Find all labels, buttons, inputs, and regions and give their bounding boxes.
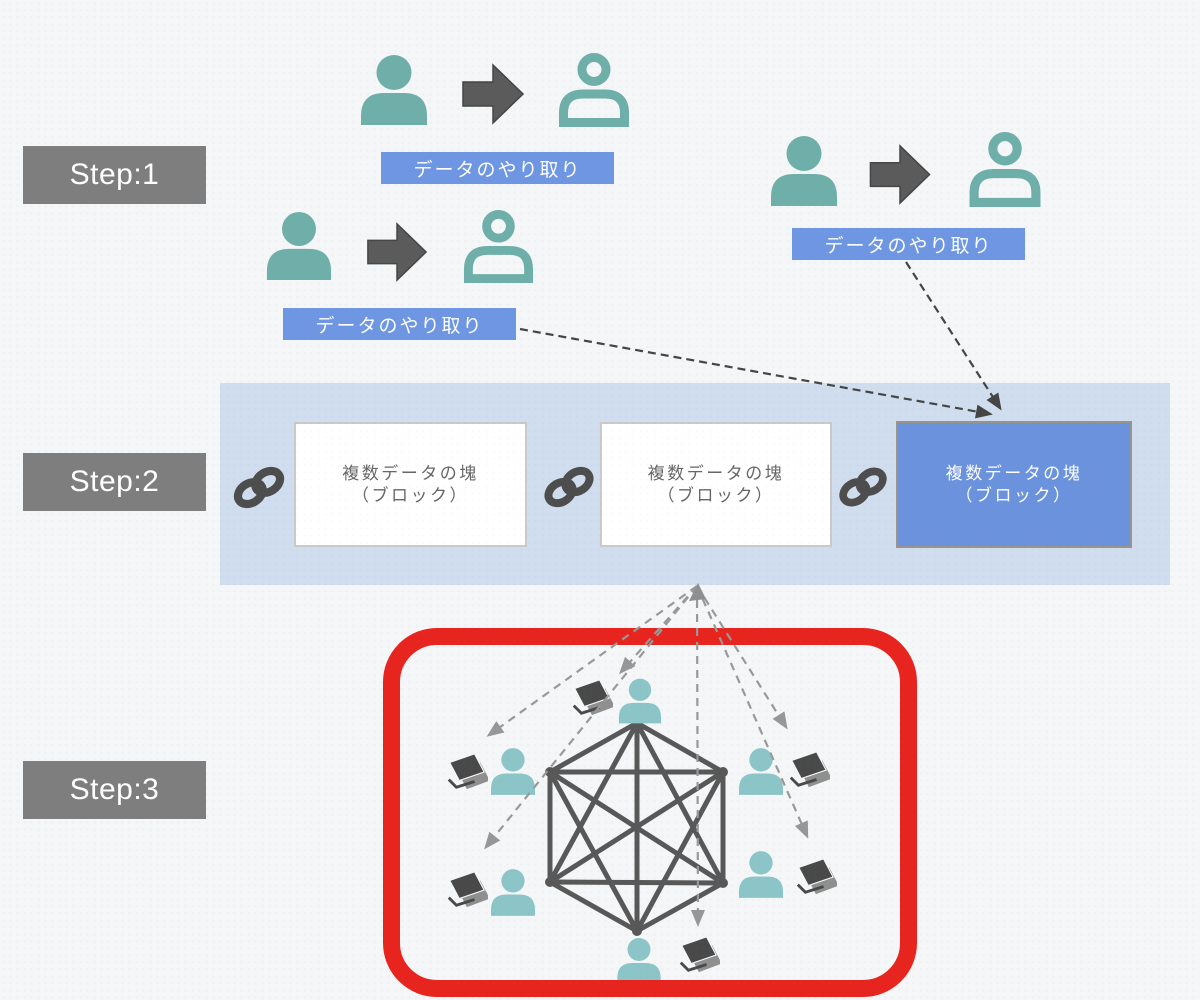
transfer-arrow-icon (366, 219, 428, 285)
step-2-label: Step:2 (23, 453, 206, 511)
receiver-person-icon (460, 210, 537, 283)
network-highlight-border (383, 628, 917, 997)
chain-link-icon (541, 465, 597, 509)
step-3-label: Step:3 (23, 761, 206, 819)
block-text-line2: （ブロック） (352, 485, 469, 505)
transfer-arrow-icon (462, 60, 524, 128)
chain-link-icon (836, 465, 890, 509)
data-block-2: 複数データの塊 （ブロック） (600, 422, 832, 547)
exchange-label-1: データのやり取り (381, 152, 614, 184)
receiver-person-icon (556, 53, 632, 127)
exchange-label-2: データのやり取り (283, 308, 516, 340)
block-text-line1: 複数データの塊 (342, 463, 479, 483)
chain-link-icon (230, 465, 288, 510)
block-text-line1: 複数データの塊 (945, 463, 1083, 483)
data-block-1: 複数データの塊 （ブロック） (294, 422, 527, 547)
sender-person-icon (264, 212, 334, 280)
step-1-label: Step:1 (23, 146, 206, 204)
arrow-up-to-chain (689, 583, 706, 601)
block-text-line1: 複数データの塊 (647, 463, 785, 483)
block-text-line2: （ブロック） (657, 485, 775, 505)
data-block-3-highlighted: 複数データの塊 （ブロック） (896, 421, 1132, 548)
sender-person-icon (358, 55, 430, 125)
receiver-person-icon (966, 132, 1044, 207)
block-text-line2: （ブロック） (955, 485, 1073, 505)
exchange-label-3: データのやり取り (792, 228, 1025, 260)
sender-person-icon (768, 136, 840, 206)
transfer-arrow-icon (869, 141, 931, 208)
